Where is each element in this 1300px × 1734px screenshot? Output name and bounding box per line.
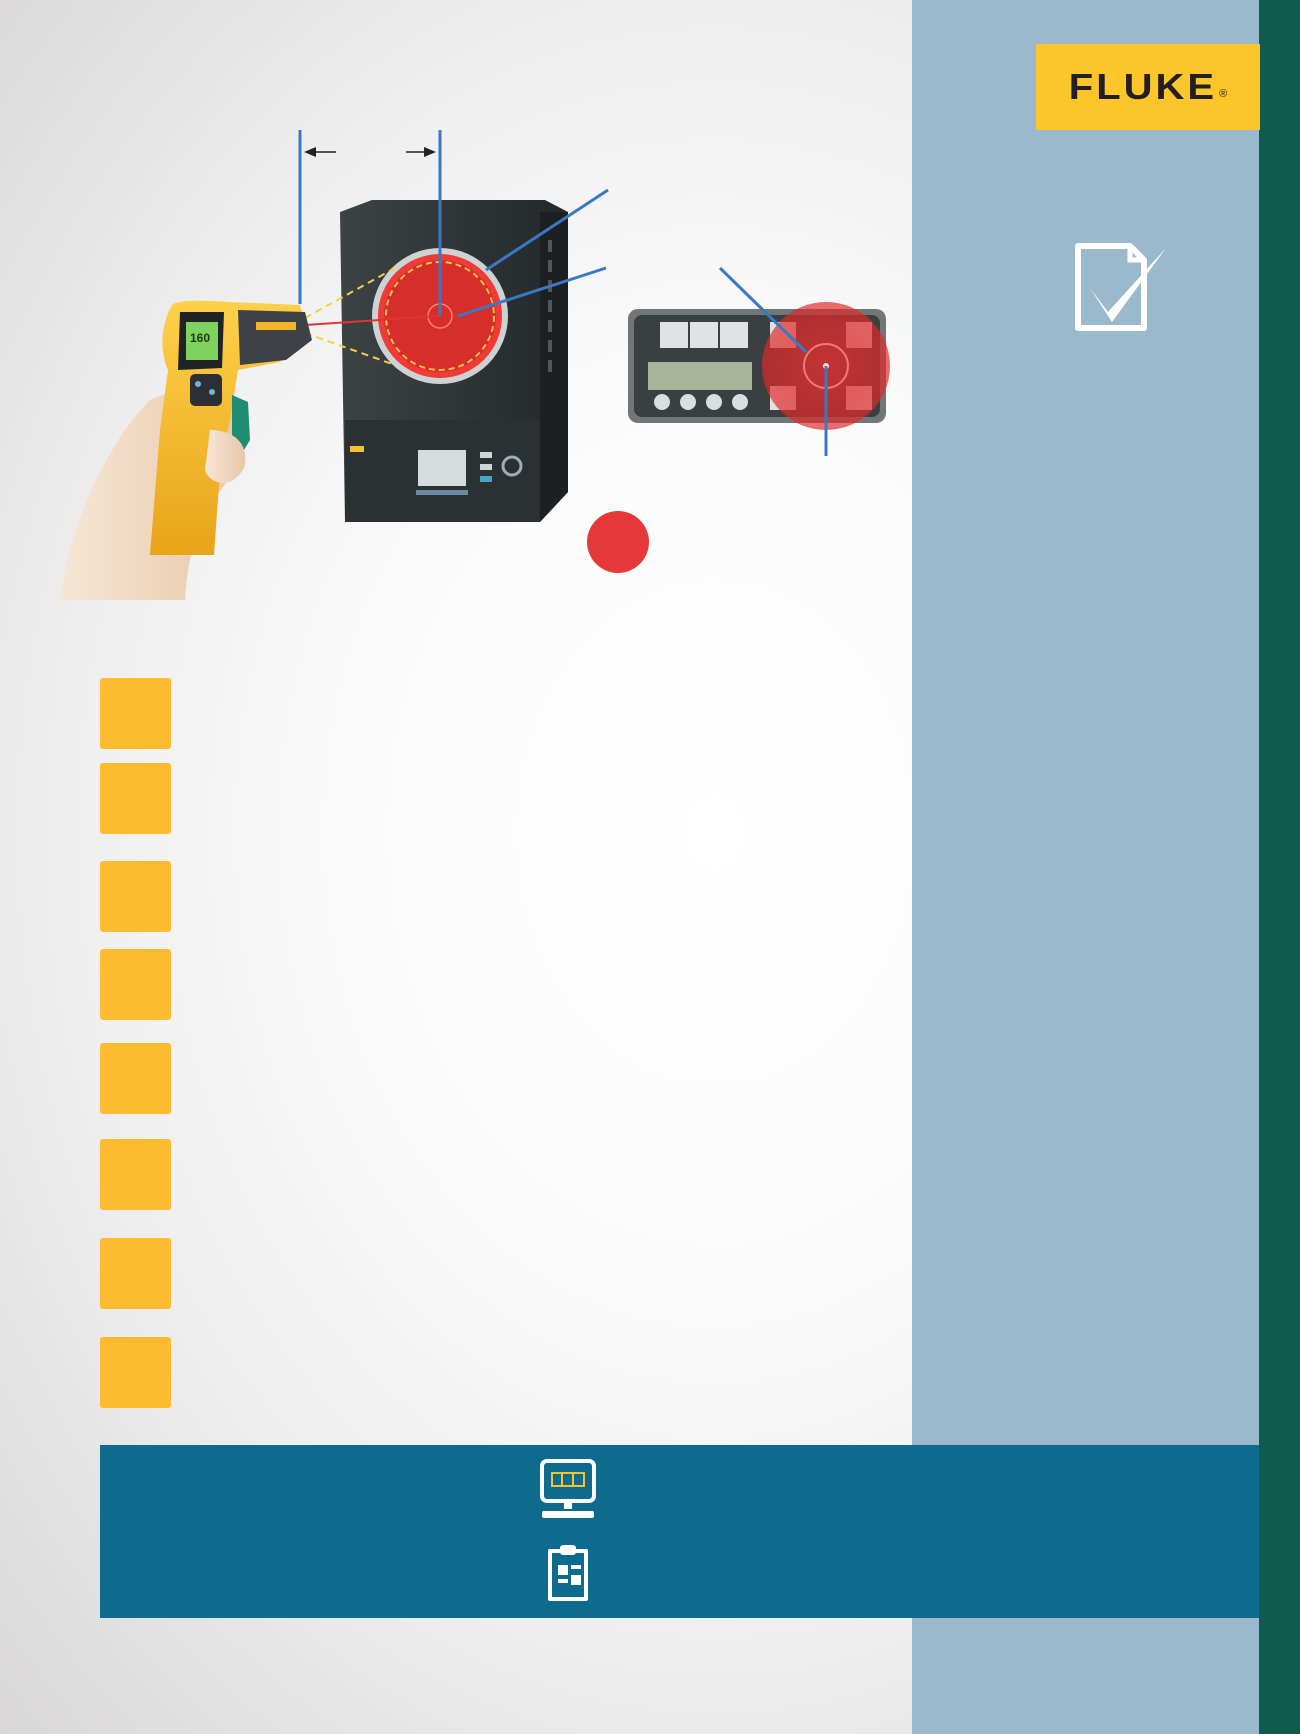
step-marker-4 <box>100 949 171 1020</box>
calibrator-device <box>340 200 568 522</box>
step-marker-7 <box>100 1238 171 1309</box>
edge-stripe <box>1259 0 1300 1734</box>
step-marker-5 <box>100 1043 171 1114</box>
thermometer-in-hand: 160 <box>60 300 312 600</box>
measurement-callouts <box>298 130 609 366</box>
resources-band <box>100 1445 1259 1618</box>
step-marker-1 <box>100 678 171 749</box>
step-marker-8 <box>100 1337 171 1408</box>
document-icon[interactable] <box>546 1543 590 1603</box>
checklist-icon <box>1075 243 1166 331</box>
logo-text: FLUKE <box>1068 66 1218 107</box>
fluke-logo: FLUKE ® <box>1036 44 1260 130</box>
step-marker-3 <box>100 861 171 932</box>
step-marker-2 <box>100 763 171 834</box>
logo-registered-mark: ® <box>1219 88 1228 100</box>
controller-panel <box>628 266 890 456</box>
monitor-icon[interactable] <box>540 1459 596 1521</box>
step-marker-6 <box>100 1139 171 1210</box>
infrared-thermometer-illustration: 160 <box>60 130 890 600</box>
red-target-dot <box>587 511 649 573</box>
thermometer-reading: 160 <box>190 331 210 345</box>
